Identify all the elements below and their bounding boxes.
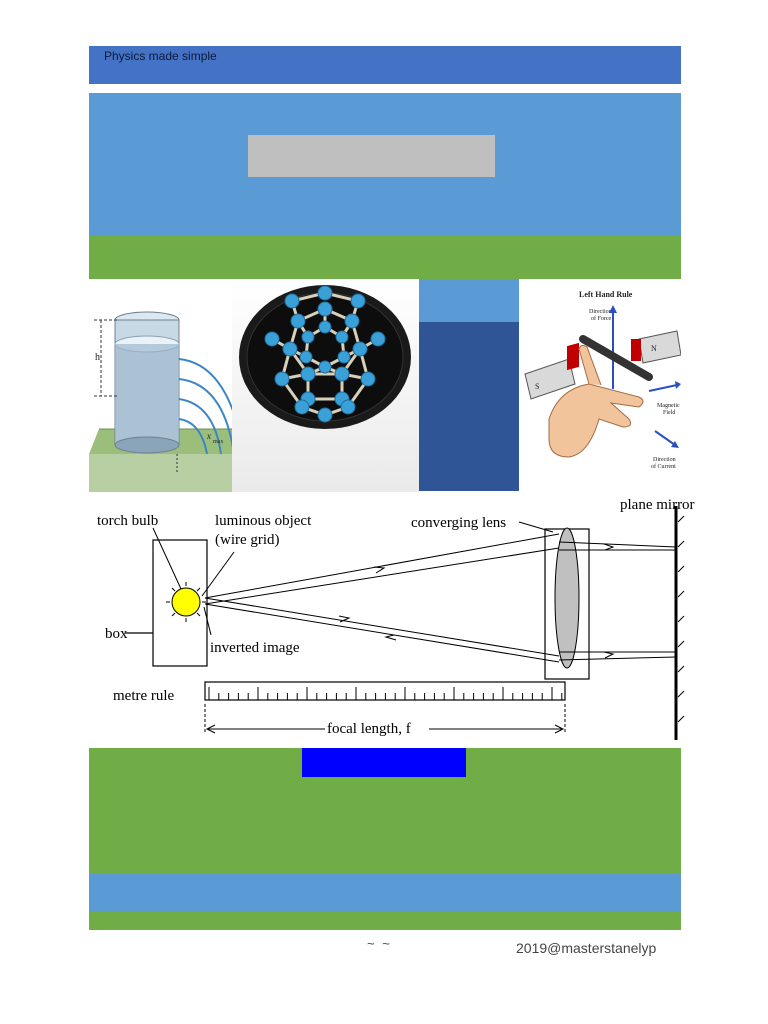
lhr-field-label-1: Magnetic	[657, 403, 680, 409]
label-metre-rule: metre rule	[113, 688, 175, 704]
water-tank-image: h x max	[89, 304, 259, 492]
lhr-force-label-1: Direction	[589, 309, 612, 315]
lhr-title: Left Hand Rule	[579, 290, 633, 299]
lhr-current-label-2: of Current	[651, 463, 676, 470]
column-block-bottom	[419, 322, 519, 491]
label-focal-length: focal length, f	[327, 721, 411, 737]
label-wire-grid: (wire grid)	[215, 532, 280, 548]
label-box: box	[105, 626, 128, 642]
height-label: h	[95, 352, 100, 363]
hero-panel	[89, 93, 681, 235]
label-inverted-image: inverted image	[210, 640, 300, 656]
column-block-top	[419, 279, 519, 322]
lhr-field-label-2: Field	[663, 410, 675, 416]
lhr-current-label-1: Direction	[653, 457, 676, 463]
pole-n: N	[651, 344, 657, 353]
footer-marks: ~ ~	[367, 936, 392, 951]
left-hand-rule-image: Left Hand Rule Direction of Force S N Ma…	[519, 279, 681, 492]
bottom-blue-block	[302, 748, 466, 777]
label-torch-bulb: torch bulb	[97, 513, 158, 529]
header-title: Physics made simple	[104, 49, 217, 63]
bottom-green-strip	[89, 912, 681, 930]
footer-credit: 2019@masterstanelyp	[516, 940, 657, 956]
fullerene-molecule-image	[232, 279, 419, 492]
focal-length-experiment-diagram: torch bulb luminous object (wire grid) c…	[89, 492, 710, 748]
range-label: x	[206, 431, 211, 441]
label-converging-lens: converging lens	[411, 515, 506, 531]
pole-s: S	[535, 382, 539, 391]
hero-green-band	[89, 235, 681, 279]
lhr-force-label-2: of Force	[591, 315, 611, 322]
range-subscript: max	[213, 439, 223, 445]
label-plane-mirror: plane mirror	[620, 497, 695, 513]
label-luminous-object: luminous object	[215, 513, 312, 529]
header-bar: Physics made simple	[89, 46, 681, 84]
hero-placeholder-box	[248, 135, 495, 177]
bottom-light-blue-band	[89, 874, 681, 912]
